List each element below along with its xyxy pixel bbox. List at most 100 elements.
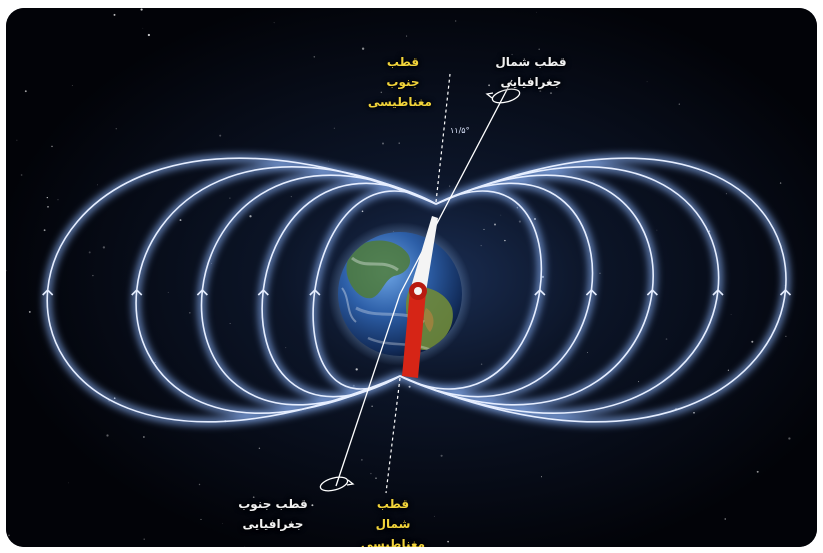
star <box>646 81 648 83</box>
rotation-arrow-north-icon <box>485 88 521 104</box>
tilt-angle-label: ۱۱/۵° <box>450 126 470 135</box>
star <box>142 27 144 29</box>
star <box>361 47 365 50</box>
star <box>727 369 730 371</box>
star <box>273 22 275 24</box>
field-arrow <box>534 288 546 296</box>
star <box>16 139 18 141</box>
star <box>6 269 7 272</box>
star <box>143 538 145 540</box>
star <box>376 528 379 531</box>
star <box>483 228 485 230</box>
star <box>508 61 509 62</box>
star <box>46 196 48 199</box>
star <box>140 8 143 11</box>
star <box>68 482 69 484</box>
star <box>43 229 46 232</box>
star <box>28 310 31 313</box>
field-arrow <box>585 288 598 296</box>
field-arrow <box>42 288 54 296</box>
star <box>20 174 23 176</box>
star <box>244 545 246 547</box>
star <box>71 85 73 86</box>
star <box>406 35 408 37</box>
star <box>382 142 384 145</box>
star <box>538 48 540 51</box>
star <box>8 534 10 537</box>
field-arrow <box>131 288 143 296</box>
star <box>788 437 791 440</box>
star <box>725 193 727 195</box>
star <box>599 272 601 274</box>
star <box>751 340 754 343</box>
magnetic-axis-south <box>385 377 401 494</box>
star <box>380 91 383 94</box>
star <box>370 472 372 475</box>
star <box>638 381 640 383</box>
star <box>113 13 116 16</box>
star <box>500 214 502 216</box>
star <box>221 523 223 524</box>
label-geographic-south: قطب جنوب جغرافیایی <box>238 497 308 531</box>
star <box>313 56 316 58</box>
star <box>656 229 658 231</box>
star <box>785 335 787 337</box>
field-arrow <box>779 288 792 296</box>
star <box>258 447 261 450</box>
field-arrow <box>646 288 658 296</box>
star <box>361 459 363 461</box>
label-geographic-north: قطب شمال جغرافیایی <box>495 55 567 89</box>
star <box>311 504 314 507</box>
field-arrow <box>309 288 321 296</box>
star <box>97 184 98 186</box>
field-arrows <box>42 288 792 296</box>
star <box>147 33 151 37</box>
geographic-axis-south <box>335 293 401 487</box>
field-arrow <box>712 288 724 296</box>
star <box>511 53 513 56</box>
label-magnetic-south: قطب جنوب مغناطیسی <box>367 55 432 109</box>
star <box>200 518 202 520</box>
star <box>488 84 491 87</box>
geographic-axis <box>399 79 513 295</box>
star <box>361 210 364 213</box>
star <box>536 11 538 13</box>
star <box>756 470 759 473</box>
label-magnetic-north: قطب شمال مغناطیسی <box>360 497 426 547</box>
star <box>188 311 191 314</box>
bar-magnet-icon <box>402 216 438 378</box>
magnetic-field-diagram <box>6 8 817 547</box>
star <box>143 436 145 438</box>
star <box>693 411 695 414</box>
star <box>586 351 589 354</box>
star <box>198 483 201 486</box>
star <box>285 347 287 349</box>
star <box>57 199 59 201</box>
star <box>355 368 358 371</box>
star <box>480 363 483 365</box>
star <box>433 515 435 517</box>
star <box>92 274 94 277</box>
star <box>408 385 411 388</box>
star <box>229 197 231 199</box>
star <box>730 314 732 315</box>
star <box>540 476 543 478</box>
star <box>229 323 231 324</box>
star <box>447 540 449 543</box>
star <box>106 434 109 437</box>
star <box>455 20 457 22</box>
star <box>290 196 292 198</box>
star <box>179 219 182 222</box>
star <box>47 206 49 208</box>
star <box>375 477 377 480</box>
field-arrow <box>196 288 208 296</box>
star <box>88 251 91 254</box>
star <box>398 142 400 144</box>
star <box>534 218 536 220</box>
star <box>440 454 443 457</box>
star <box>678 103 680 105</box>
star <box>518 220 521 223</box>
star <box>480 245 482 247</box>
star <box>779 182 782 184</box>
diagram-frame: قطب شمال جغرافیایی قطب جنوب مغناطیسی قطب… <box>6 8 817 547</box>
